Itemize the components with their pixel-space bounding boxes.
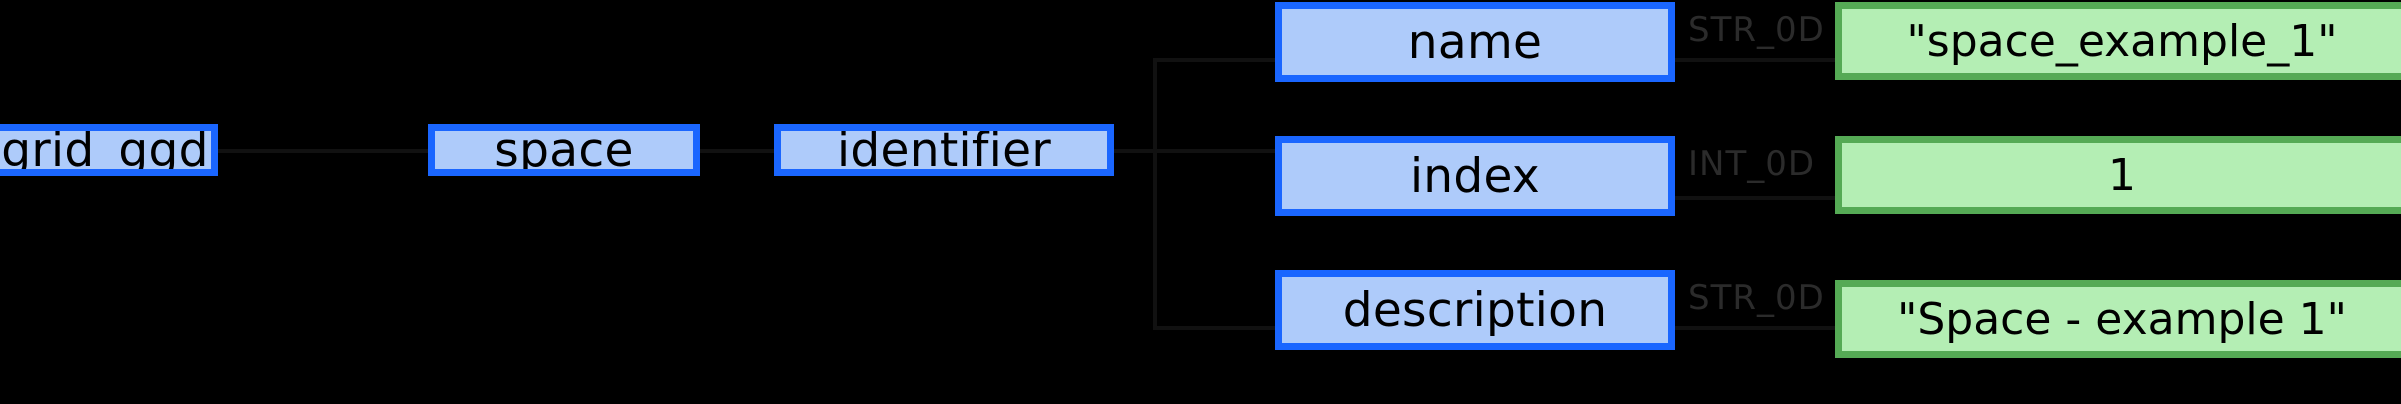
value-description[interactable]: "Space - example 1" (1835, 280, 2401, 358)
type-label-index: INT_0D (1688, 142, 1815, 186)
node-name-label: name (1407, 14, 1543, 70)
type-label-description-text: STR_0D (1688, 278, 1825, 318)
node-index[interactable]: index (1275, 136, 1675, 216)
type-label-name-text: STR_0D (1688, 10, 1825, 50)
type-label-name: STR_0D (1688, 8, 1825, 52)
node-description[interactable]: description (1275, 270, 1675, 350)
value-name[interactable]: "space_example_1" (1835, 2, 2401, 80)
edge-to-description (1153, 326, 1275, 330)
value-description-text: "Space - example 1" (1897, 293, 2347, 345)
node-index-label: index (1409, 148, 1541, 204)
node-identifier[interactable]: identifier (774, 124, 1114, 176)
node-grid-ggd[interactable]: grid_ggd (0, 124, 218, 176)
edge-description-to-value (1675, 326, 1835, 330)
edge-to-name (1153, 58, 1275, 62)
edge-index-to-value (1675, 196, 1835, 200)
edge-to-index (1153, 149, 1275, 153)
edge-identifier-stub (1113, 149, 1153, 153)
edge-identifier-children-spine (1153, 58, 1157, 328)
type-label-description: STR_0D (1688, 276, 1825, 320)
edge-name-to-value (1675, 58, 1835, 62)
value-index-text: 1 (2108, 149, 2136, 201)
node-space[interactable]: space (428, 124, 700, 176)
type-label-index-text: INT_0D (1688, 144, 1816, 184)
node-name[interactable]: name (1275, 2, 1675, 82)
node-space-label: space (494, 124, 634, 176)
node-grid-ggd-label: grid_ggd (1, 124, 209, 176)
edge-grid_ggd-to-space (218, 149, 428, 153)
edge-space-to-identifier (700, 149, 774, 153)
value-name-text: "space_example_1" (1906, 15, 2338, 67)
value-index[interactable]: 1 (1835, 136, 2401, 214)
node-identifier-label: identifier (837, 124, 1051, 176)
node-description-label: description (1342, 282, 1608, 338)
